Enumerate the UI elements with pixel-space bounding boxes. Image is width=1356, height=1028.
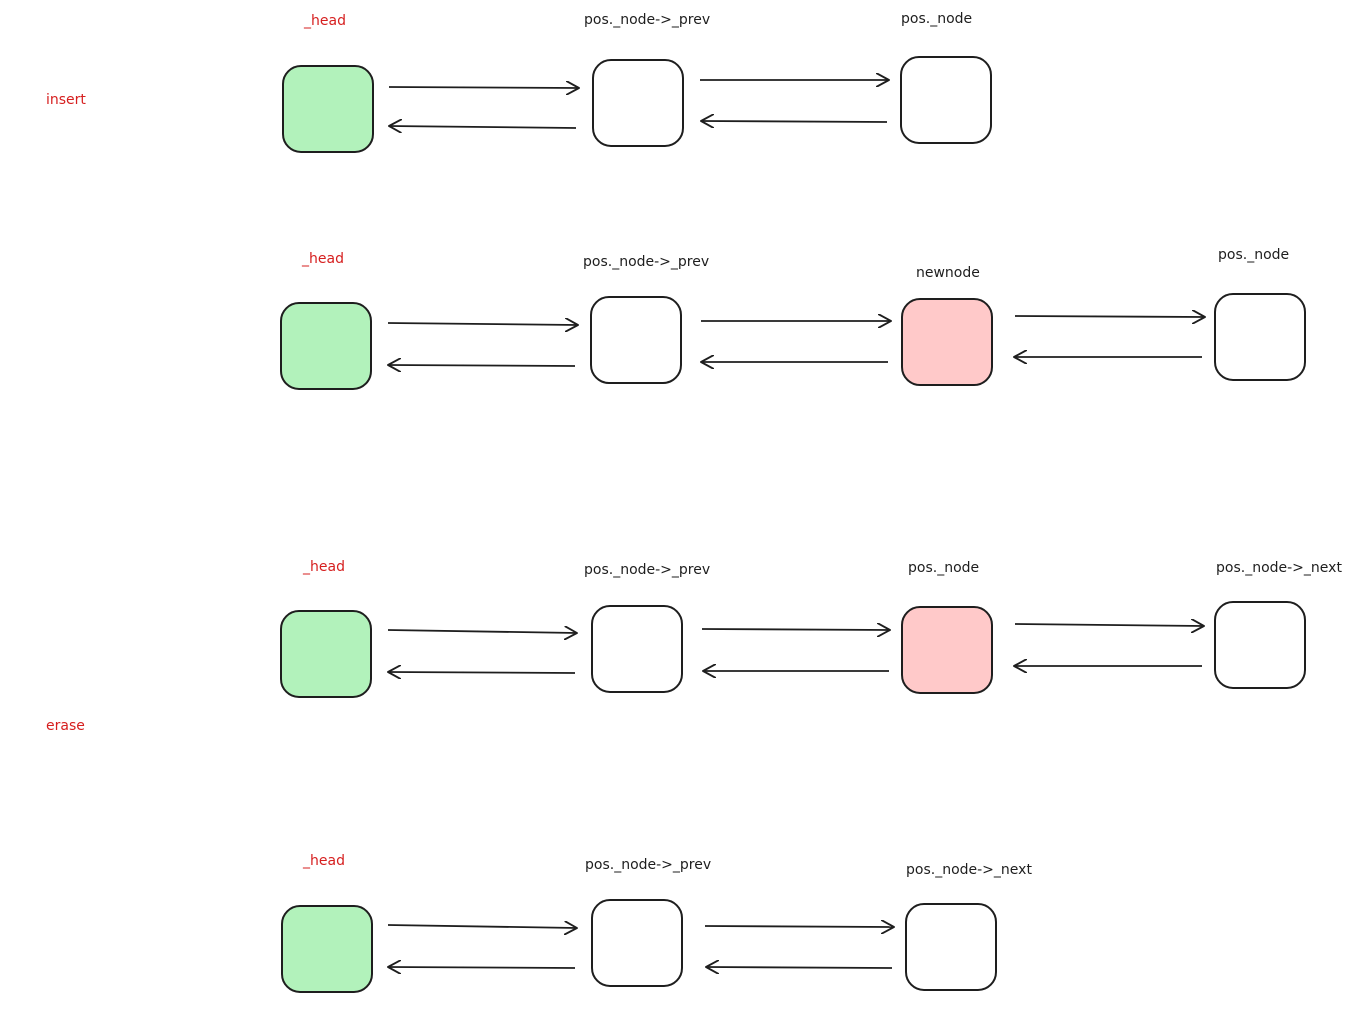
node-label-newnode: newnode (916, 265, 980, 281)
row-erase-before: _head pos._node->_prev pos._node pos._no… (280, 559, 1342, 698)
node-label-prev: pos._node->_prev (584, 562, 710, 578)
node-label-pos-node: pos._node (901, 11, 972, 27)
node-head (280, 610, 372, 698)
node-label-prev: pos._node->_prev (585, 857, 711, 873)
next-arrow (388, 87, 579, 88)
node-label-head: _head (302, 853, 345, 869)
node-label-head: _head (301, 251, 344, 267)
prev-arrow (701, 121, 888, 122)
node-newnode (901, 298, 993, 386)
next-arrow (387, 925, 577, 928)
node-head (282, 65, 374, 153)
row-insert-before: _head pos._node->_prev pos._node (282, 11, 992, 153)
next-arrow (387, 323, 578, 325)
node-prev (592, 59, 684, 147)
prev-arrow (388, 365, 576, 366)
node-label-pos-node: pos._node (1218, 247, 1289, 263)
insert-section-label: insert (46, 92, 86, 108)
next-arrow (387, 630, 577, 633)
prev-arrow (388, 672, 576, 673)
node-label-pos-node: pos._node (908, 560, 979, 576)
prev-arrow (706, 967, 893, 968)
node-pos (901, 606, 993, 694)
prev-arrow (389, 126, 577, 128)
row-erase-after: _head pos._node->_prev pos._node->_next (281, 853, 1032, 993)
node-prev (591, 605, 683, 693)
node-pos (900, 56, 992, 144)
node-label-head: _head (302, 559, 345, 575)
node-prev (591, 899, 683, 987)
node-head (281, 905, 373, 993)
prev-arrow (388, 967, 576, 968)
erase-section-label: erase (46, 718, 85, 734)
next-arrow (701, 629, 890, 630)
next-arrow (1014, 624, 1204, 626)
node-head (280, 302, 372, 390)
node-label-next: pos._node->_next (1216, 560, 1342, 576)
node-label-prev: pos._node->_prev (583, 254, 709, 270)
node-next (1214, 601, 1306, 689)
node-prev (590, 296, 682, 384)
node-next (905, 903, 997, 991)
node-label-next: pos._node->_next (906, 862, 1032, 878)
node-label-prev: pos._node->_prev (584, 12, 710, 28)
row-insert-after: _head pos._node->_prev newnode pos._node (280, 247, 1306, 390)
next-arrow (1014, 316, 1205, 317)
node-pos (1214, 293, 1306, 381)
node-label-head: _head (303, 13, 346, 29)
next-arrow (704, 926, 894, 927)
